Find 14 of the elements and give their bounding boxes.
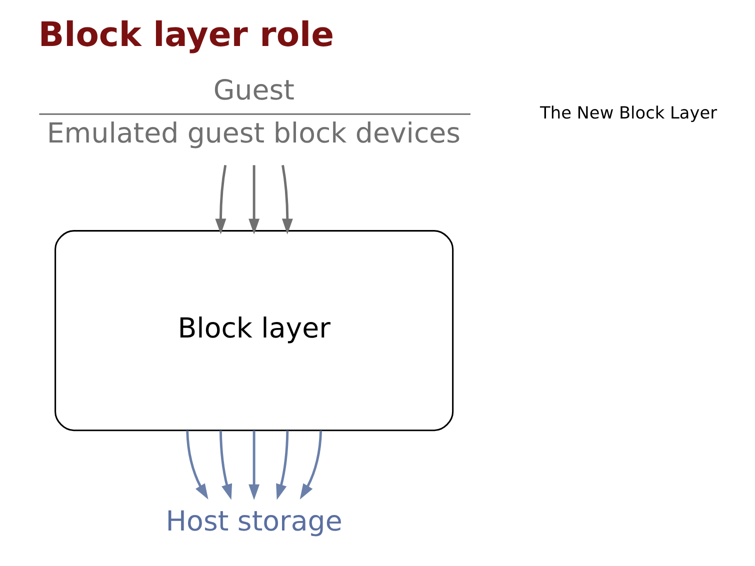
node-label: Guest: [212, 73, 294, 106]
arrow: [248, 165, 260, 234]
arrow: [186, 430, 208, 500]
arrow: [299, 430, 322, 500]
node-label: Emulated guest block devices: [46, 116, 460, 150]
node-text: Host storage: [165, 504, 342, 538]
arrow: [214, 164, 226, 234]
node-box: Block layer: [54, 230, 454, 432]
label: The New Block Layer: [540, 102, 717, 122]
arrow: [281, 164, 292, 234]
arrow: [276, 430, 288, 500]
diagram-title: Block layer role: [38, 15, 334, 54]
arrow: [248, 430, 260, 500]
arrow: [218, 430, 232, 500]
